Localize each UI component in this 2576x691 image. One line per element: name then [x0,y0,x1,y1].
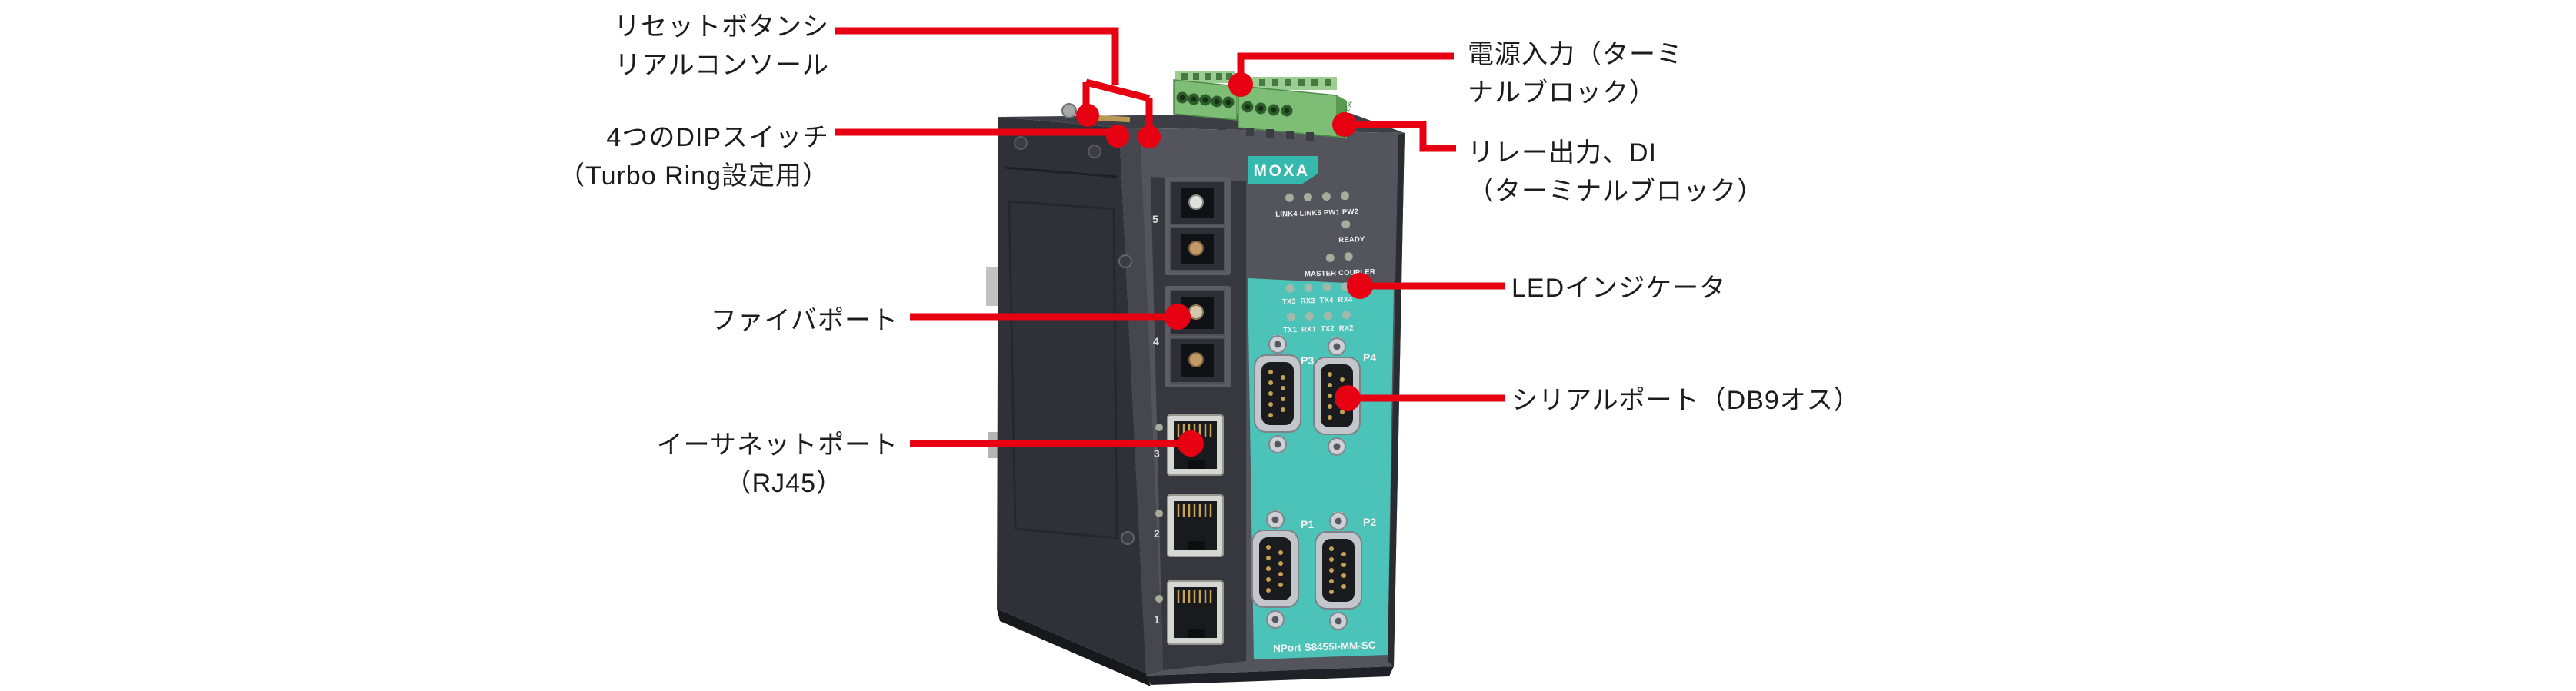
ethernet-led-2 [1155,510,1163,517]
txrx-upper-labels: TX3 RX3 TX4 RX4 [1282,295,1354,306]
screw-icon [1118,254,1132,268]
callout-line-relay [1332,112,1456,152]
ethernet-port-number-2: 2 [1154,527,1160,540]
callout-label-line: リレー出力、DI [1468,138,1657,168]
callout-label-relay-output-di: リレー出力、DI （ターミナルブロック） [1468,134,1764,211]
callout-label-line: （Turbo Ring設定用） [558,161,829,191]
callout-label-line: 電源入力（ターミ [1468,40,1683,69]
fiber-port-number-4: 4 [1153,335,1159,347]
relay-di-terminal-block: 300V 15A [1238,77,1354,141]
serial-port-label-p2: P2 [1363,516,1376,528]
side-panel-recess [1008,200,1118,540]
callout-line-dip [835,125,1129,148]
fiber-port-5 [1165,177,1231,275]
power-terminal-block [1173,71,1238,130]
callout-line-reset [835,27,1161,148]
callout-dot-serial-console [1138,125,1161,148]
callout-label-led-indicator: LEDインジケータ [1511,269,1726,307]
callout-dot-reset-button [1076,104,1099,127]
callout-label-line: （ターミナルブロック） [1468,177,1764,206]
callout-dot-relay-output [1332,112,1357,137]
callout-label-serial-port-db9: シリアルポート（DB9オス） [1511,381,1861,420]
ethernet-port-number-3: 3 [1154,447,1160,460]
callout-label-power-input: 電源入力（ターミ ナルブロック） [1468,35,1683,112]
txrx-lower-labels: TX1 RX1 TX2 RX2 [1283,324,1354,334]
side-panel-seam [1004,166,1118,178]
callout-dot-led-indicator [1347,273,1373,299]
callout-line-serial [1335,385,1505,411]
device-bottom-edge [1146,666,1394,685]
callout-label-line: リセットボタンシ [614,12,829,42]
callout-label-reset-serial-console: リセットボタンシ リアルコンソール [614,8,829,85]
ethernet-port-number-1: 1 [1154,613,1160,626]
callout-label-line: （RJ45） [725,469,843,498]
reset-button-icon [1061,103,1077,118]
callout-dot-dip-switch [1106,125,1129,148]
serial-led-indicators: TX3 RX3 TX4 RX4 TX1 RX1 TX2 RX2 [1282,282,1354,335]
callout-dot-ethernet-port [1178,430,1204,457]
callout-label-fiber-port: ファイバポート [711,301,898,340]
ethernet-port-1 [1167,580,1224,645]
callout-line-ethernet [910,430,1204,457]
callout-label-line: LEDインジケータ [1511,274,1727,303]
callout-line-power [1228,52,1454,97]
ethernet-port-2 [1167,494,1224,557]
callout-label-line: 4つのDIPスイッチ [606,123,829,152]
callout-dot-fiber-port [1165,304,1191,330]
led-row-labels: LINK4 LINK5 PW1 PW2 [1275,208,1358,219]
screw-icon [1014,136,1028,150]
ethernet-led-3 [1155,424,1163,431]
device-photo: 300V 15A MOXA LINK4 LINK5 PW1 PW2 READY … [986,71,1405,686]
fiber-port-4 [1165,286,1231,387]
serial-port-label-p1: P1 [1301,518,1314,530]
callout-line-led [1347,273,1505,299]
callout-label-ethernet-port: イーサネットポート （RJ45） [657,426,898,503]
ready-led-label: READY [1338,235,1365,244]
callout-label-line: イーサネットポート [656,430,898,460]
device-side-panel [997,117,1146,673]
dip-switch-icon [1097,115,1131,123]
screw-icon [1088,145,1101,158]
callout-dot-serial-port [1335,385,1361,411]
moxa-logo: MOXA [1248,156,1318,184]
callout-lines [835,27,1505,457]
callout-label-dip-switches: 4つのDIPスイッチ （Turbo Ring設定用） [558,118,829,195]
callout-label-line: シリアルポート（DB9オス） [1511,386,1861,415]
serial-port-label-p3: P3 [1301,354,1314,367]
serial-port-label-p4: P4 [1363,351,1376,364]
model-number: NPort S8455I-MM-SC [1273,640,1376,655]
fiber-port-number-5: 5 [1152,213,1158,225]
din-rail-tab-icon [986,267,998,306]
callout-label-line: ナルブロック） [1468,78,1656,108]
moxa-logo-text: MOXA [1254,162,1310,180]
callout-dot-power-input [1228,72,1253,97]
callout-label-line: ファイバポート [710,306,898,335]
ethernet-led-1 [1155,595,1163,603]
callout-line-fiber [910,304,1191,330]
device-base [997,609,1151,686]
callout-label-line: リアルコンソール [615,51,829,80]
screw-icon [1121,531,1135,545]
